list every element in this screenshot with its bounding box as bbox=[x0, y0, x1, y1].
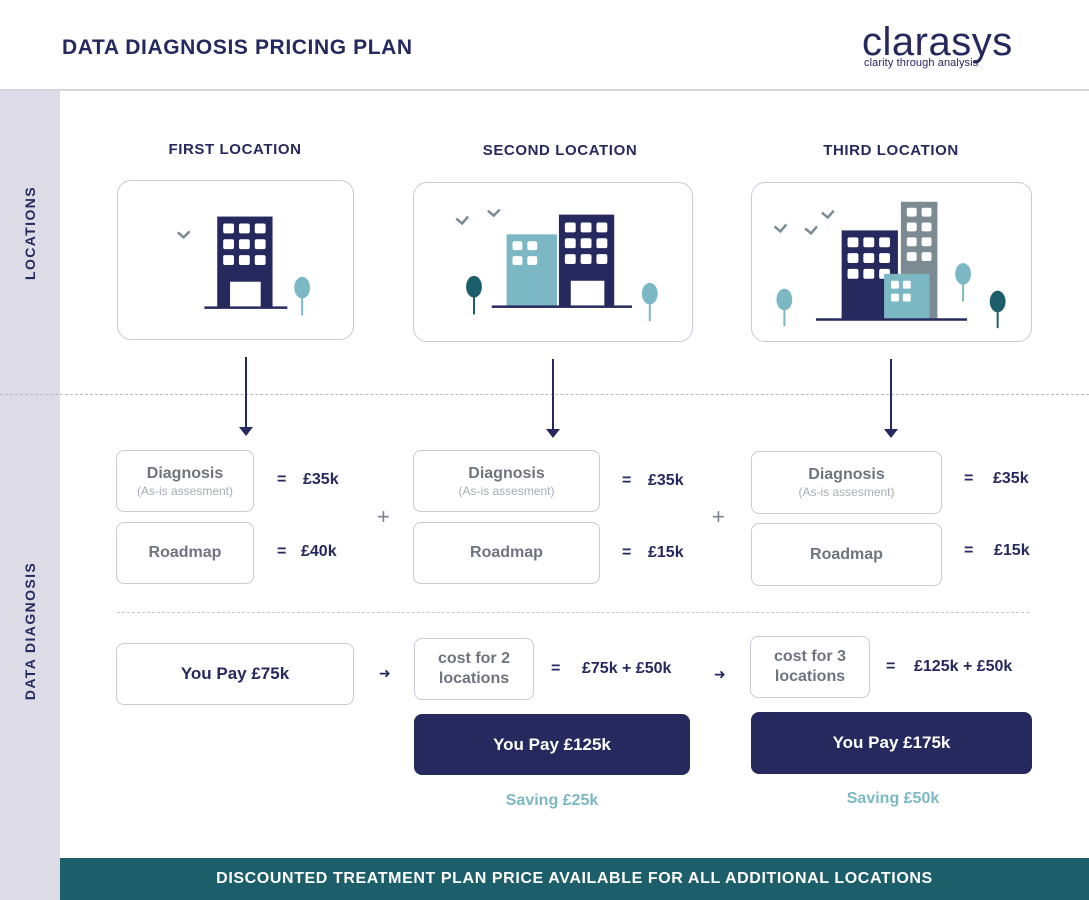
first-location-title: FIRST LOCATION bbox=[168, 141, 302, 158]
ground-line bbox=[491, 305, 632, 308]
third-location-title: THIRD LOCATION bbox=[823, 142, 959, 159]
bird-icon bbox=[487, 208, 501, 218]
saving-label-2: Saving £25k bbox=[505, 792, 599, 809]
bird-icon bbox=[821, 209, 835, 220]
pay-box-1: You Pay £75k bbox=[116, 643, 354, 705]
cost-for-2-box: cost for 2 locations bbox=[414, 638, 534, 700]
saving-label-3: Saving £50k bbox=[846, 790, 940, 807]
diagnosis-sub: (As-is assesment) bbox=[136, 483, 234, 498]
ground-line bbox=[815, 318, 968, 321]
tree-icon bbox=[955, 262, 971, 285]
roadmap-label: Roadmap bbox=[470, 544, 543, 561]
cost-formula-3: £125k + £50k bbox=[914, 658, 1013, 675]
diagnosis-sub: (As-is assesment) bbox=[458, 483, 555, 498]
tree-icon bbox=[776, 288, 793, 311]
third-location-card bbox=[751, 182, 1032, 342]
sidebar-label-data-diagnosis: DATA DIAGNOSIS bbox=[22, 561, 38, 701]
tree-icon bbox=[989, 290, 1006, 313]
diagnosis-box-1: Diagnosis (As-is assesment) bbox=[116, 450, 254, 512]
three-building-illustration bbox=[773, 201, 1006, 329]
equals-sign: = bbox=[622, 472, 632, 489]
diagnosis-price-3: £35k bbox=[993, 470, 1029, 487]
cost-label-line2: locations bbox=[774, 668, 846, 685]
down-arrow-3 bbox=[884, 359, 898, 439]
ground-line bbox=[204, 306, 288, 309]
logo-wordmark: clarasys bbox=[862, 20, 1013, 64]
right-arrow-icon: ➜ bbox=[379, 665, 391, 681]
bird-icon bbox=[455, 215, 470, 226]
diagnosis-sub: (As-is assesment) bbox=[798, 485, 895, 499]
equals-sign: = bbox=[886, 658, 896, 675]
down-arrow-1 bbox=[239, 357, 253, 437]
page-title: DATA DIAGNOSIS PRICING PLAN bbox=[62, 36, 413, 59]
bird-icon bbox=[773, 223, 788, 234]
roadmap-box-2: Roadmap bbox=[413, 522, 600, 584]
tree-icon bbox=[641, 282, 658, 305]
roadmap-label: Roadmap bbox=[148, 544, 222, 561]
diagnosis-label: Diagnosis bbox=[146, 464, 224, 482]
diagnosis-price-1: £35k bbox=[303, 471, 339, 488]
plus-sign-1: + bbox=[377, 504, 390, 529]
tree-icon bbox=[466, 275, 482, 298]
single-building-illustration bbox=[176, 216, 311, 316]
totals-divider bbox=[117, 612, 1029, 613]
bird-icon bbox=[804, 225, 818, 236]
roadmap-price-3: £15k bbox=[994, 542, 1030, 559]
diagnosis-label: Diagnosis bbox=[468, 464, 545, 482]
cost-for-3-box: cost for 3 locations bbox=[750, 636, 870, 698]
equals-sign: = bbox=[277, 471, 287, 488]
cost-label-line1: cost for 2 bbox=[437, 650, 510, 667]
roadmap-box-3: Roadmap bbox=[751, 523, 942, 586]
diagnosis-box-2: Diagnosis (As-is assesment) bbox=[413, 450, 600, 512]
diagnosis-box-3: Diagnosis (As-is assesment) bbox=[751, 451, 942, 514]
equals-sign: = bbox=[277, 543, 287, 560]
second-location-card bbox=[413, 182, 693, 342]
sidebar: LOCATIONS DATA DIAGNOSIS bbox=[0, 91, 60, 900]
diagnosis-label: Diagnosis bbox=[808, 466, 885, 483]
cost-label-line2: locations bbox=[438, 670, 510, 687]
tree-icon bbox=[294, 276, 311, 299]
right-arrow-icon: ➜ bbox=[714, 666, 726, 682]
logo-tagline: clarity through analysis bbox=[864, 57, 979, 69]
two-building-illustration bbox=[455, 208, 658, 322]
second-location-title: SECOND LOCATION bbox=[482, 142, 638, 159]
roadmap-box-1: Roadmap bbox=[116, 522, 254, 584]
equals-sign: = bbox=[551, 660, 561, 677]
pay-box-2: You Pay £125k bbox=[414, 714, 690, 775]
cost-formula-2: £75k + £50k bbox=[582, 660, 672, 677]
sidebar-label-locations: LOCATIONS bbox=[22, 185, 38, 281]
header-divider bbox=[0, 89, 1089, 91]
equals-sign: = bbox=[964, 542, 974, 559]
cost-label-line1: cost for 3 bbox=[773, 648, 846, 665]
footer-banner: DISCOUNTED TREATMENT PLAN PRICE AVAILABL… bbox=[60, 858, 1089, 900]
roadmap-price-2: £15k bbox=[648, 544, 684, 561]
pay-box-3: You Pay £175k bbox=[751, 712, 1032, 774]
roadmap-price-1: £40k bbox=[301, 543, 337, 560]
roadmap-label: Roadmap bbox=[810, 545, 883, 563]
down-arrow-2 bbox=[546, 359, 560, 439]
bird-icon bbox=[176, 230, 191, 239]
equals-sign: = bbox=[622, 544, 632, 561]
section-divider bbox=[0, 394, 1089, 395]
clarasys-logo: clarasys clarity through analysis bbox=[862, 22, 1034, 72]
equals-sign: = bbox=[964, 470, 974, 487]
first-location-card bbox=[117, 180, 354, 340]
diagnosis-price-2: £35k bbox=[648, 472, 684, 489]
plus-sign-2: + bbox=[712, 504, 725, 529]
